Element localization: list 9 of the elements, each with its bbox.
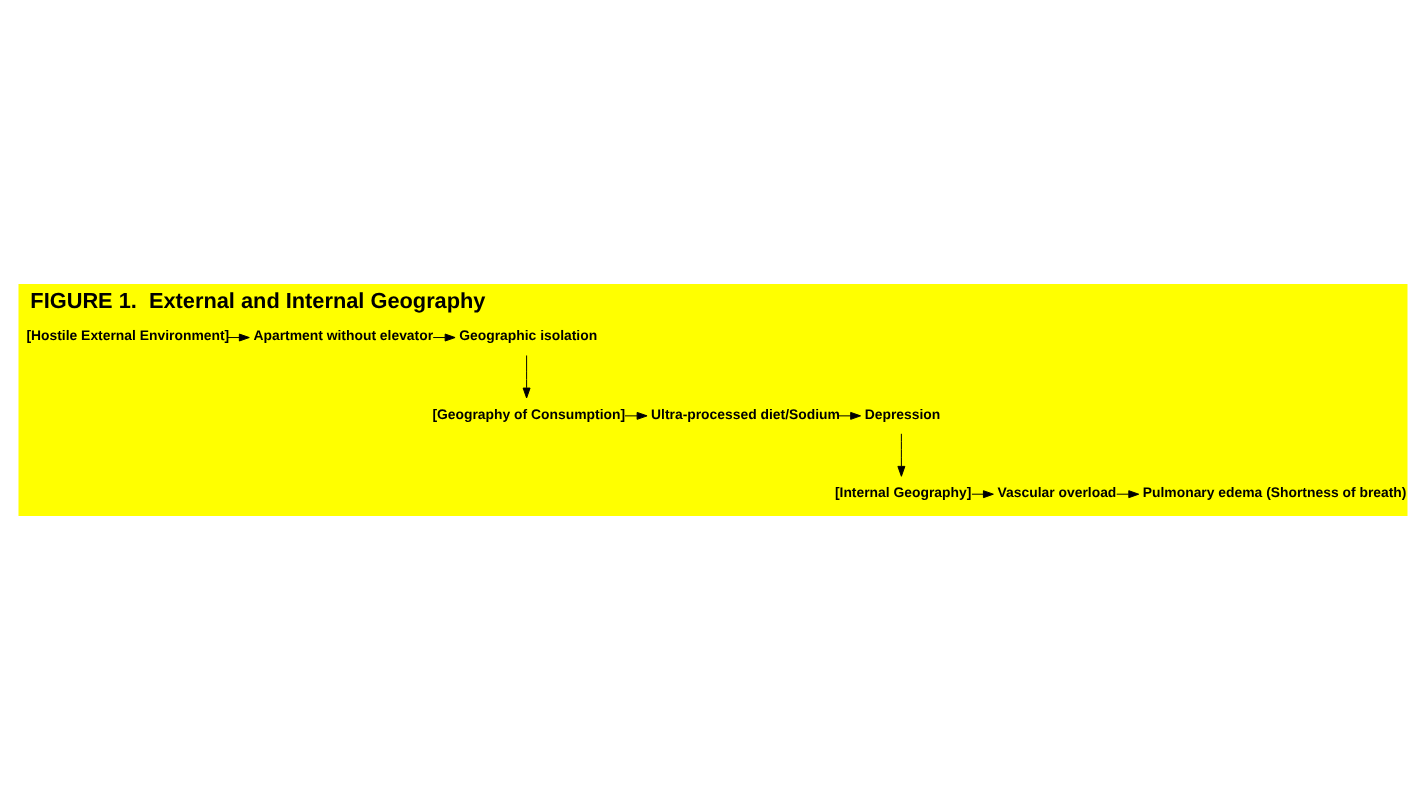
- arrow: [624, 411, 648, 420]
- arrow: [1116, 490, 1140, 499]
- arrow: [971, 490, 994, 499]
- arrow: [227, 333, 250, 342]
- arrow: [838, 411, 862, 420]
- arrow: [897, 433, 906, 477]
- arrow: [432, 333, 456, 342]
- diagram-title: FIGURE 1. External and Internal Geography: [30, 290, 486, 315]
- arrow: [522, 354, 531, 399]
